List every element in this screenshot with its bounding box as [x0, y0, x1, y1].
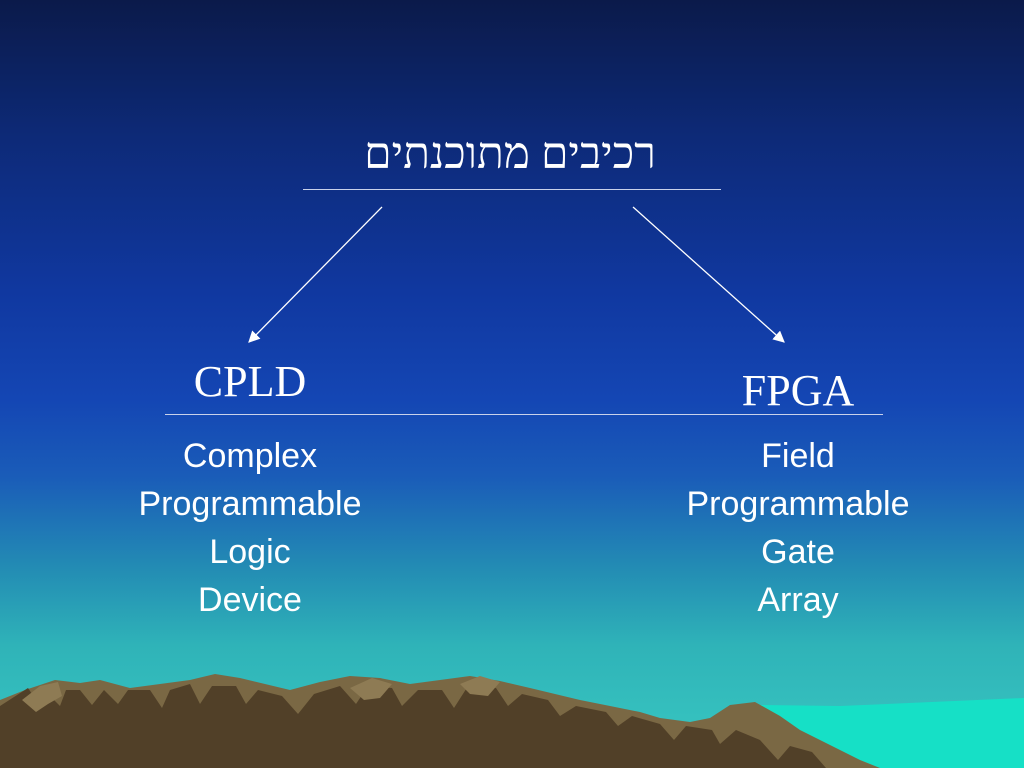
fpga-heading: FPGA: [741, 366, 855, 415]
fpga-line-2: Programmable: [686, 485, 910, 523]
mountain-highlight-2: [350, 678, 392, 700]
fpga-line-1: Field: [761, 437, 835, 475]
arrow-left: [248, 206, 383, 343]
cpld-line-1: Complex: [182, 437, 318, 475]
cpld-line-4: Device: [198, 581, 302, 619]
mountains: [0, 674, 1024, 768]
fpga-line-4: Array: [757, 581, 839, 619]
fpga-description: Field Programmable Gate Array: [648, 432, 948, 624]
cpld-line-3: Logic: [209, 533, 291, 571]
arrow-right: [632, 206, 785, 343]
cpld-line-2: Programmable: [138, 485, 362, 523]
slide-title: רכיבים מתוכנתים: [364, 129, 656, 178]
fpga-line-3: Gate: [761, 533, 835, 571]
mountain-highlight: [22, 682, 62, 712]
cpld-heading: CPLD: [193, 357, 307, 406]
cpld-description: Complex Programmable Logic Device: [100, 432, 400, 624]
title-underline: [303, 189, 721, 190]
mountain-ridge: [0, 684, 826, 768]
headings-underline: [165, 414, 883, 415]
mountain-highlight-3: [460, 676, 500, 696]
